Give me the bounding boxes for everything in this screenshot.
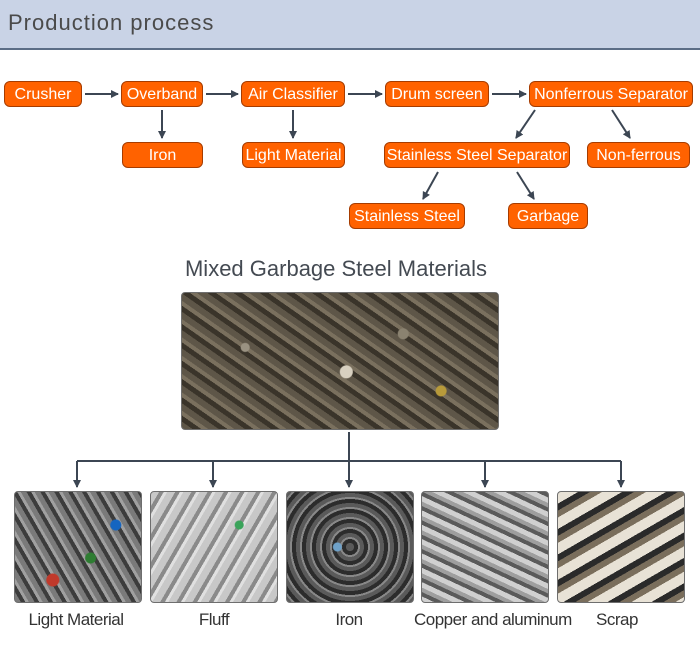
scrap-photo [557, 491, 685, 603]
fluff-photo [150, 491, 278, 603]
copper-aluminum-photo [421, 491, 549, 603]
materials-title: Mixed Garbage Steel Materials [184, 256, 488, 281]
arrow-nonferrous-non-ferrous [611, 109, 631, 139]
node-drum-screen: Drum screen [385, 81, 489, 107]
node-iron: Iron [122, 142, 203, 168]
node-garbage: Garbage [508, 203, 588, 229]
node-stainless-steel: Stainless Steel [349, 203, 465, 229]
arrow-nonferrous-stainless-sep [515, 109, 536, 139]
node-stainless-steel-separator: Stainless Steel Separator [384, 142, 570, 168]
node-overband: Overband [121, 81, 203, 107]
label-scrap: Scrap [596, 610, 638, 629]
page-title: Production process [8, 10, 215, 35]
light-material-photo [14, 491, 142, 603]
iron-photo [286, 491, 414, 603]
node-crusher: Crusher [4, 81, 82, 107]
label-light-material: Light Material [28, 610, 124, 629]
arrow-sep-garbage [516, 171, 535, 200]
node-non-ferrous: Non-ferrous [587, 142, 690, 168]
node-nonferrous-separator: Nonferrous Separator [529, 81, 693, 107]
label-iron: Iron [335, 610, 363, 629]
label-copper-aluminum: Copper and aluminum [414, 610, 572, 629]
mixed-garbage-photo [181, 292, 499, 430]
node-air-classifier: Air Classifier [241, 81, 345, 107]
node-light-material: Light Material [242, 142, 345, 168]
arrow-sep-stainless [422, 171, 439, 200]
header-bar: Production process [0, 0, 700, 50]
label-fluff: Fluff [198, 610, 230, 629]
